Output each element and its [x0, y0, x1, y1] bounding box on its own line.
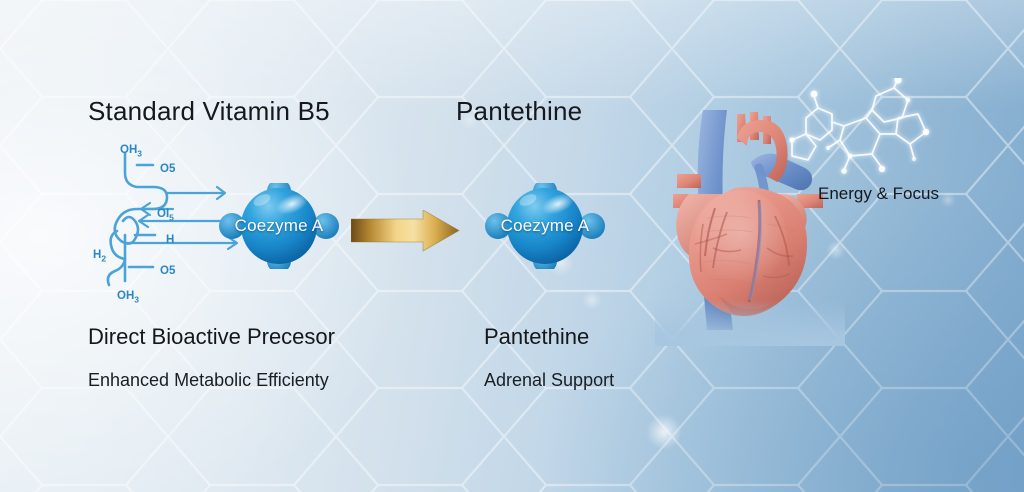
vitamin-b5-chemical-skeleton — [106, 151, 239, 287]
conversion-arrow — [351, 210, 460, 252]
chem-formula-label: H — [166, 234, 175, 246]
chem-formula-label: OI5 — [157, 208, 174, 223]
chem-formula-label: O5 — [160, 163, 176, 175]
chem-formula-label: OH3 — [117, 290, 139, 305]
coenzyme-a-orb-left: Coezyme A — [218, 179, 340, 273]
bokeh-dot — [940, 192, 956, 208]
right-column-caption: Adrenal Support — [484, 370, 615, 390]
chem-formula-label: O5 — [160, 265, 176, 277]
right-column-title: Pantethine — [456, 96, 583, 126]
left-column-subtitle: Direct Bioactive Precesor — [88, 324, 335, 349]
molecular-structure-glow — [789, 78, 930, 174]
right-column-subtitle: Pantethine — [484, 324, 590, 349]
energy-focus-label: Energy & Focus — [818, 184, 939, 203]
chem-formula-label: H2 — [93, 249, 107, 264]
bokeh-dot — [582, 290, 602, 310]
chem-formula-label: OH3 — [120, 144, 142, 159]
left-column-title: Standard Vitamin B5 — [88, 96, 330, 126]
left-column-caption: Enhanced Metabolic Efficienty — [88, 370, 329, 390]
bokeh-dot — [646, 414, 682, 450]
coenzyme-a-orb-right: Coezyme A — [484, 179, 606, 273]
